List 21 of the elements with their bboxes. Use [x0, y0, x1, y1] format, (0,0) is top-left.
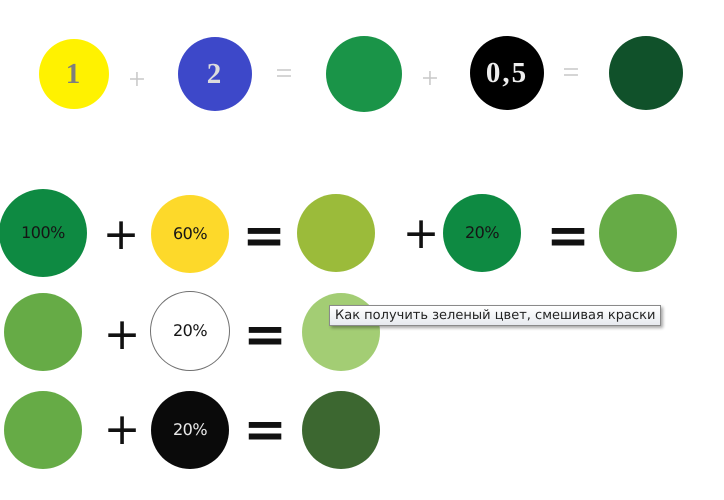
percent-label: 20%	[172, 323, 208, 339]
equals-sign: =	[242, 210, 286, 262]
plus-sign: +	[104, 313, 140, 357]
plus-sign: +	[422, 64, 438, 94]
tooltip: Как получить зеленый цвет, смешивая краски	[329, 305, 662, 326]
equals-sign: =	[243, 309, 287, 361]
percent-label: 20%	[464, 225, 500, 241]
percent-label: 60%	[172, 226, 208, 242]
plus-sign: +	[102, 213, 140, 257]
equals-sign: =	[243, 404, 287, 456]
plus-sign: +	[402, 212, 440, 256]
equals-sign: =	[546, 210, 590, 262]
number-label: 2	[206, 60, 224, 88]
number-label: 1	[66, 60, 82, 88]
plus-sign: +	[128, 65, 146, 95]
plus-sign: +	[104, 408, 140, 452]
equals-sign: =	[562, 58, 580, 88]
percent-label: 100%	[21, 225, 65, 241]
percent-label: 20%	[172, 422, 208, 438]
number-label: 0,5	[486, 58, 528, 88]
equals-sign: =	[276, 59, 292, 89]
